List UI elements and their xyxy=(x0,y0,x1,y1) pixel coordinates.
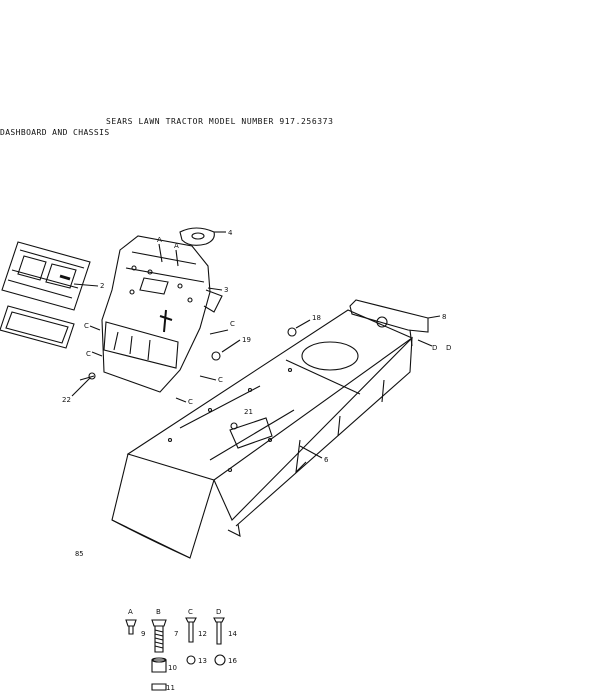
callout-c-right-2: C xyxy=(218,376,223,384)
hw-part-7: 7 xyxy=(174,630,178,638)
callout-21: 21 xyxy=(244,408,253,416)
hw-part-12: 12 xyxy=(198,630,207,638)
callout-c-left-2: C xyxy=(86,350,91,358)
callout-8: 8 xyxy=(442,313,446,321)
dash-panel-insert xyxy=(1,241,91,311)
page-title: SEARS LAWN TRACTOR MODEL NUMBER 917.2563… xyxy=(106,117,334,126)
callout-c-right-3: C xyxy=(188,398,193,406)
section-subtitle: DASHBOARD AND CHASSIS xyxy=(0,128,110,137)
hw-part-9: 9 xyxy=(141,630,145,638)
callout-4: 4 xyxy=(228,229,233,237)
hw-part-11: 11 xyxy=(166,684,175,692)
ignition-plate xyxy=(179,227,215,246)
callout-c-left-1: C xyxy=(84,322,89,330)
hw-part-16: 16 xyxy=(228,657,237,665)
hw-letter-b: B xyxy=(156,608,161,616)
hardware-legend xyxy=(125,617,226,691)
callout-a-1: A xyxy=(157,236,162,244)
chassis-frame xyxy=(111,309,414,559)
panel-gasket xyxy=(0,305,75,349)
hw-letter-d: D xyxy=(216,608,221,616)
hw-letter-c: C xyxy=(188,608,193,616)
hw-part-10: 10 xyxy=(168,664,177,672)
callout-c-right-1: C xyxy=(230,320,235,328)
hw-part-14: 14 xyxy=(228,630,237,638)
callout-d-2: D xyxy=(446,344,451,352)
rear-hitch-bracket xyxy=(349,299,429,347)
hw-letter-a: A xyxy=(128,608,133,616)
callout-19: 19 xyxy=(242,336,251,344)
callout-2: 2 xyxy=(100,282,104,290)
callout-22: 22 xyxy=(62,396,71,404)
callout-18: 18 xyxy=(312,314,321,322)
callout-d-1: D xyxy=(432,344,437,352)
leader-3 xyxy=(207,287,223,291)
hw-part-13: 13 xyxy=(198,657,207,665)
callout-a-2: A xyxy=(174,242,179,250)
callout-6: 6 xyxy=(324,456,329,464)
leader-2 xyxy=(73,283,99,287)
page-reference: 85 xyxy=(75,550,84,558)
callout-3: 3 xyxy=(224,286,228,294)
dashboard-tower xyxy=(101,235,223,393)
